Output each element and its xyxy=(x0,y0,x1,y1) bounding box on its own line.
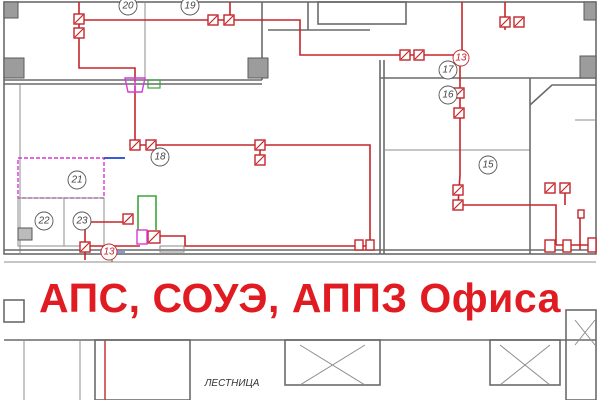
room-number-label: 20 xyxy=(121,1,134,12)
junction-label: 13 xyxy=(103,247,115,258)
junction-marker: 13 xyxy=(452,49,470,67)
stair-label: ЛЕСТНИЦА xyxy=(204,378,260,389)
room-number: 16 xyxy=(438,85,458,105)
walls xyxy=(3,1,597,263)
room-number-label: 19 xyxy=(184,1,196,12)
junction-marker: 13 xyxy=(100,243,118,261)
room-number: 21 xyxy=(67,170,87,190)
room-number-label: 22 xyxy=(37,216,50,227)
junction-label: 13 xyxy=(455,53,467,64)
room-number: 19 xyxy=(180,0,200,16)
room-number-label: 15 xyxy=(482,160,494,171)
room-number: 23 xyxy=(72,211,92,231)
lower-floor xyxy=(3,299,597,400)
room-number: 15 xyxy=(478,155,498,175)
room-number-label: 21 xyxy=(70,175,82,186)
fire-detectors xyxy=(73,13,597,262)
room-number-label: 16 xyxy=(442,90,454,101)
room-number: 18 xyxy=(150,147,170,167)
room-number-label: 23 xyxy=(75,216,88,227)
room-number-label: 17 xyxy=(442,65,454,76)
small-rooms xyxy=(17,157,157,247)
room-number-label: 18 xyxy=(154,152,166,163)
plan-title: АПС, СОУЭ, АППЗ Офиса xyxy=(39,275,561,321)
room-number: 22 xyxy=(34,211,54,231)
room-number: 17 xyxy=(438,60,458,80)
room-number: 20 xyxy=(118,0,138,16)
